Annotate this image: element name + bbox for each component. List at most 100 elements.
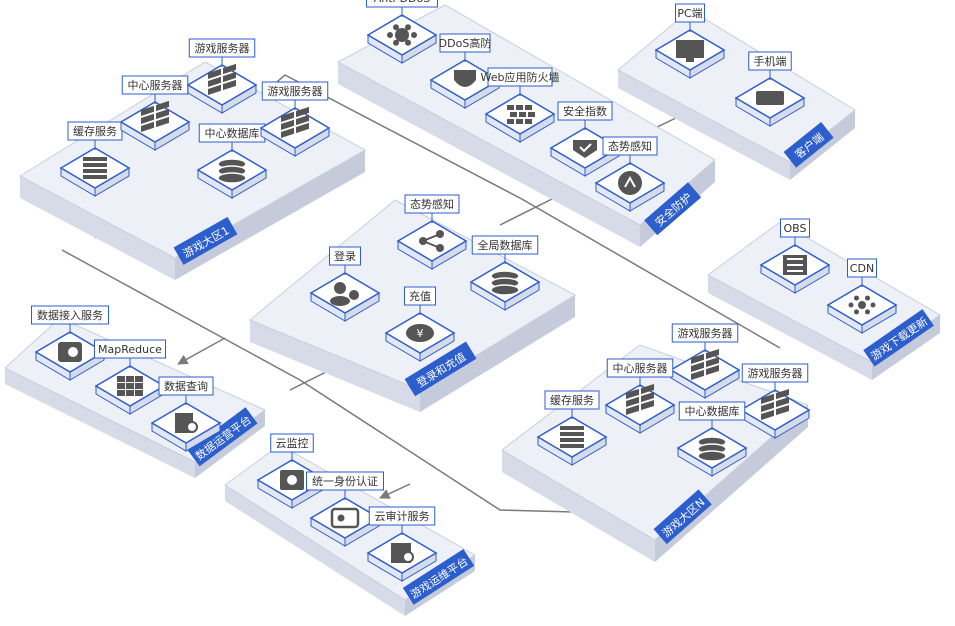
service-tile[interactable]: 态势感知 <box>594 136 666 212</box>
security-index-icon <box>573 140 597 158</box>
service-label: 云审计服务 <box>375 509 430 523</box>
service-tile[interactable]: 全局数据库 <box>469 235 541 311</box>
service-label-box: 充值 <box>404 286 436 315</box>
situation-awareness-icon <box>618 171 642 195</box>
users-icon <box>330 282 359 306</box>
server-icon <box>691 348 719 381</box>
service-label: Anti-DDoS <box>374 0 431 5</box>
service-label-box: 态势感知 <box>602 136 658 165</box>
service-label: Web应用防火墙 <box>481 70 560 84</box>
service-label: 中心服务器 <box>128 79 183 92</box>
platform-game-zone-n: 游戏大区N游戏服务器中心服务器游戏服务器缓存服务中心数据库 <box>501 323 811 562</box>
mobile-icon <box>756 91 784 105</box>
service-tile[interactable]: MapReduce <box>94 339 166 415</box>
service-label: 安全指数 <box>563 104 607 118</box>
platform-side-left <box>708 275 872 380</box>
service-label: 中心服务器 <box>613 362 668 375</box>
service-label-box: DDoS高防 <box>439 33 492 62</box>
service-tile[interactable]: 中心数据库 <box>196 123 268 199</box>
platform-side-left <box>338 62 640 247</box>
service-label: 游戏服务器 <box>268 85 323 98</box>
service-tile[interactable]: 中心数据库 <box>676 401 748 477</box>
service-tile[interactable]: 中心服务器 <box>604 358 676 434</box>
service-tile[interactable]: 缓存服务 <box>536 390 608 466</box>
service-label-box: 中心服务器 <box>606 358 674 387</box>
platform-side-right <box>420 295 575 412</box>
arrow-to-data-ops <box>177 337 226 365</box>
service-label: 统一身份认证 <box>312 474 378 488</box>
service-tile[interactable]: 游戏服务器 <box>259 81 331 157</box>
shield-icon <box>454 70 476 87</box>
platform-side-left <box>20 176 175 280</box>
service-tile[interactable]: 登录 <box>309 246 381 322</box>
service-tile[interactable]: 缓存服务 <box>59 121 131 197</box>
service-tile[interactable]: CDN <box>826 258 898 334</box>
platform-side-left <box>502 450 655 562</box>
service-label: MapReduce <box>98 343 162 356</box>
service-tile[interactable]: ¥ 充值 <box>384 286 456 362</box>
connector-security-to-login <box>499 194 561 226</box>
server-icon <box>626 383 654 416</box>
service-tile[interactable]: 中心服务器 <box>119 75 191 151</box>
service-label-box: OBS <box>780 218 810 247</box>
service-label-box: 云审计服务 <box>368 506 436 535</box>
cache-icon <box>83 157 107 179</box>
payment-icon: ¥ <box>406 324 434 342</box>
service-tile[interactable]: Web应用防火墙 <box>481 67 560 143</box>
service-tile[interactable]: OBS <box>759 218 831 294</box>
database-icon <box>697 436 727 462</box>
service-label: 态势感知 <box>410 197 454 211</box>
platform-security: 安全防护Anti-DDoSDDoS高防Web应用防火墙安全指数态势感知 <box>336 0 716 247</box>
service-label-box: 云监控 <box>270 433 314 462</box>
service-label-box: MapReduce <box>94 339 166 368</box>
data-query-icon <box>175 413 198 433</box>
service-tile[interactable]: 云审计服务 <box>366 506 438 582</box>
service-label-box: CDN <box>847 258 877 287</box>
monitor-icon <box>280 470 304 490</box>
platform-side-left <box>225 485 405 616</box>
service-tile[interactable]: 游戏服务器 <box>186 38 258 114</box>
service-label-box: 中心服务器 <box>121 75 189 104</box>
service-label-box: 登录 <box>329 246 361 275</box>
arrow-to-identity <box>379 483 411 499</box>
service-tile[interactable]: 手机端 <box>734 51 806 127</box>
service-label-box: 缓存服务 <box>544 390 600 419</box>
database-icon <box>217 158 247 184</box>
service-label: 云监控 <box>276 436 309 450</box>
service-tile[interactable]: 统一身份认证 <box>306 471 384 547</box>
cdn-icon <box>848 295 876 315</box>
service-label-box: 游戏服务器 <box>671 323 739 352</box>
service-label: 手机端 <box>754 54 787 68</box>
service-tile[interactable]: 态势感知 <box>396 194 468 270</box>
service-label-box: 统一身份认证 <box>306 471 384 500</box>
service-tile[interactable]: 数据接入服务 <box>31 305 109 381</box>
service-label: 游戏服务器 <box>195 42 250 55</box>
service-label: 中心数据库 <box>685 404 740 418</box>
service-label-box: 手机端 <box>748 51 792 80</box>
service-tile[interactable]: PC端 <box>654 3 726 79</box>
service-label-box: 中心数据库 <box>198 123 266 152</box>
service-tile[interactable]: Anti-DDoS <box>366 0 438 64</box>
service-tile[interactable]: 数据查询 <box>150 376 222 452</box>
service-tile[interactable]: 游戏服务器 <box>739 363 811 439</box>
service-tile[interactable]: DDoS高防 <box>429 33 501 109</box>
platform-side-right <box>175 150 365 280</box>
service-label: 充值 <box>409 289 431 303</box>
ddos-icon <box>387 24 417 46</box>
service-label-box: 游戏服务器 <box>261 81 329 110</box>
service-label: DDoS高防 <box>439 36 492 50</box>
server-icon <box>761 388 789 421</box>
service-label-box: 安全指数 <box>557 101 613 130</box>
service-label-box: PC端 <box>675 3 705 32</box>
service-tile[interactable]: 游戏服务器 <box>669 323 741 399</box>
service-label: 缓存服务 <box>73 124 117 138</box>
service-label: 态势感知 <box>608 139 652 153</box>
server-icon <box>141 100 169 133</box>
service-label: 数据接入服务 <box>37 308 103 322</box>
